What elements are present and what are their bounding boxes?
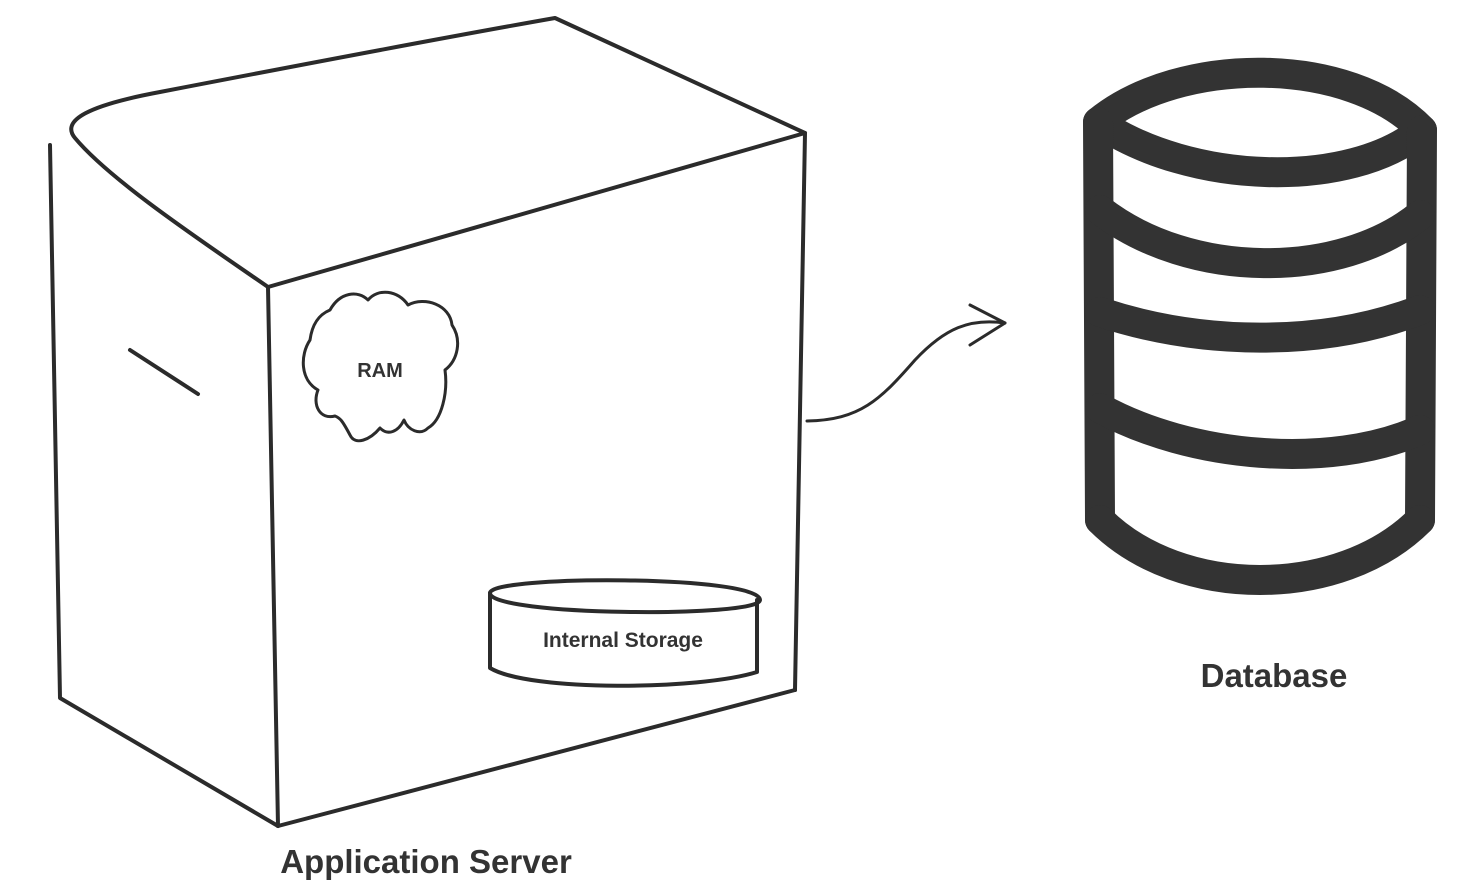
arrow-server-to-database[interactable] xyxy=(805,303,1007,423)
application-server-label: Application Server xyxy=(280,843,572,880)
application-server-node[interactable] xyxy=(48,16,807,828)
database-band-3 xyxy=(1085,393,1435,469)
internal-storage-label: Internal Storage xyxy=(543,629,703,652)
ram-node[interactable]: RAM xyxy=(301,290,460,443)
arrow-shaft xyxy=(805,320,1007,423)
database-band-2 xyxy=(1085,295,1435,353)
storage-body xyxy=(488,591,759,688)
server-slot xyxy=(128,348,200,396)
database-node[interactable]: Database xyxy=(1083,57,1437,694)
database-label: Database xyxy=(1201,657,1348,694)
ram-label: RAM xyxy=(357,360,403,382)
server-top-face xyxy=(69,16,807,289)
arrowhead-icon xyxy=(968,303,1007,347)
server-front-left-edge xyxy=(266,285,280,828)
storage-top-ellipse xyxy=(488,578,762,615)
server-front-right-edge xyxy=(793,131,807,692)
server-bottom-edge xyxy=(276,688,797,828)
database-icon xyxy=(1083,57,1437,595)
database-bottom xyxy=(1085,505,1435,595)
ram-cloud-shape xyxy=(301,290,460,443)
database-top-cap xyxy=(1083,57,1437,188)
database-band-1 xyxy=(1085,195,1435,279)
server-left-edge xyxy=(48,143,280,828)
internal-storage-node[interactable]: Internal Storage xyxy=(488,578,762,688)
